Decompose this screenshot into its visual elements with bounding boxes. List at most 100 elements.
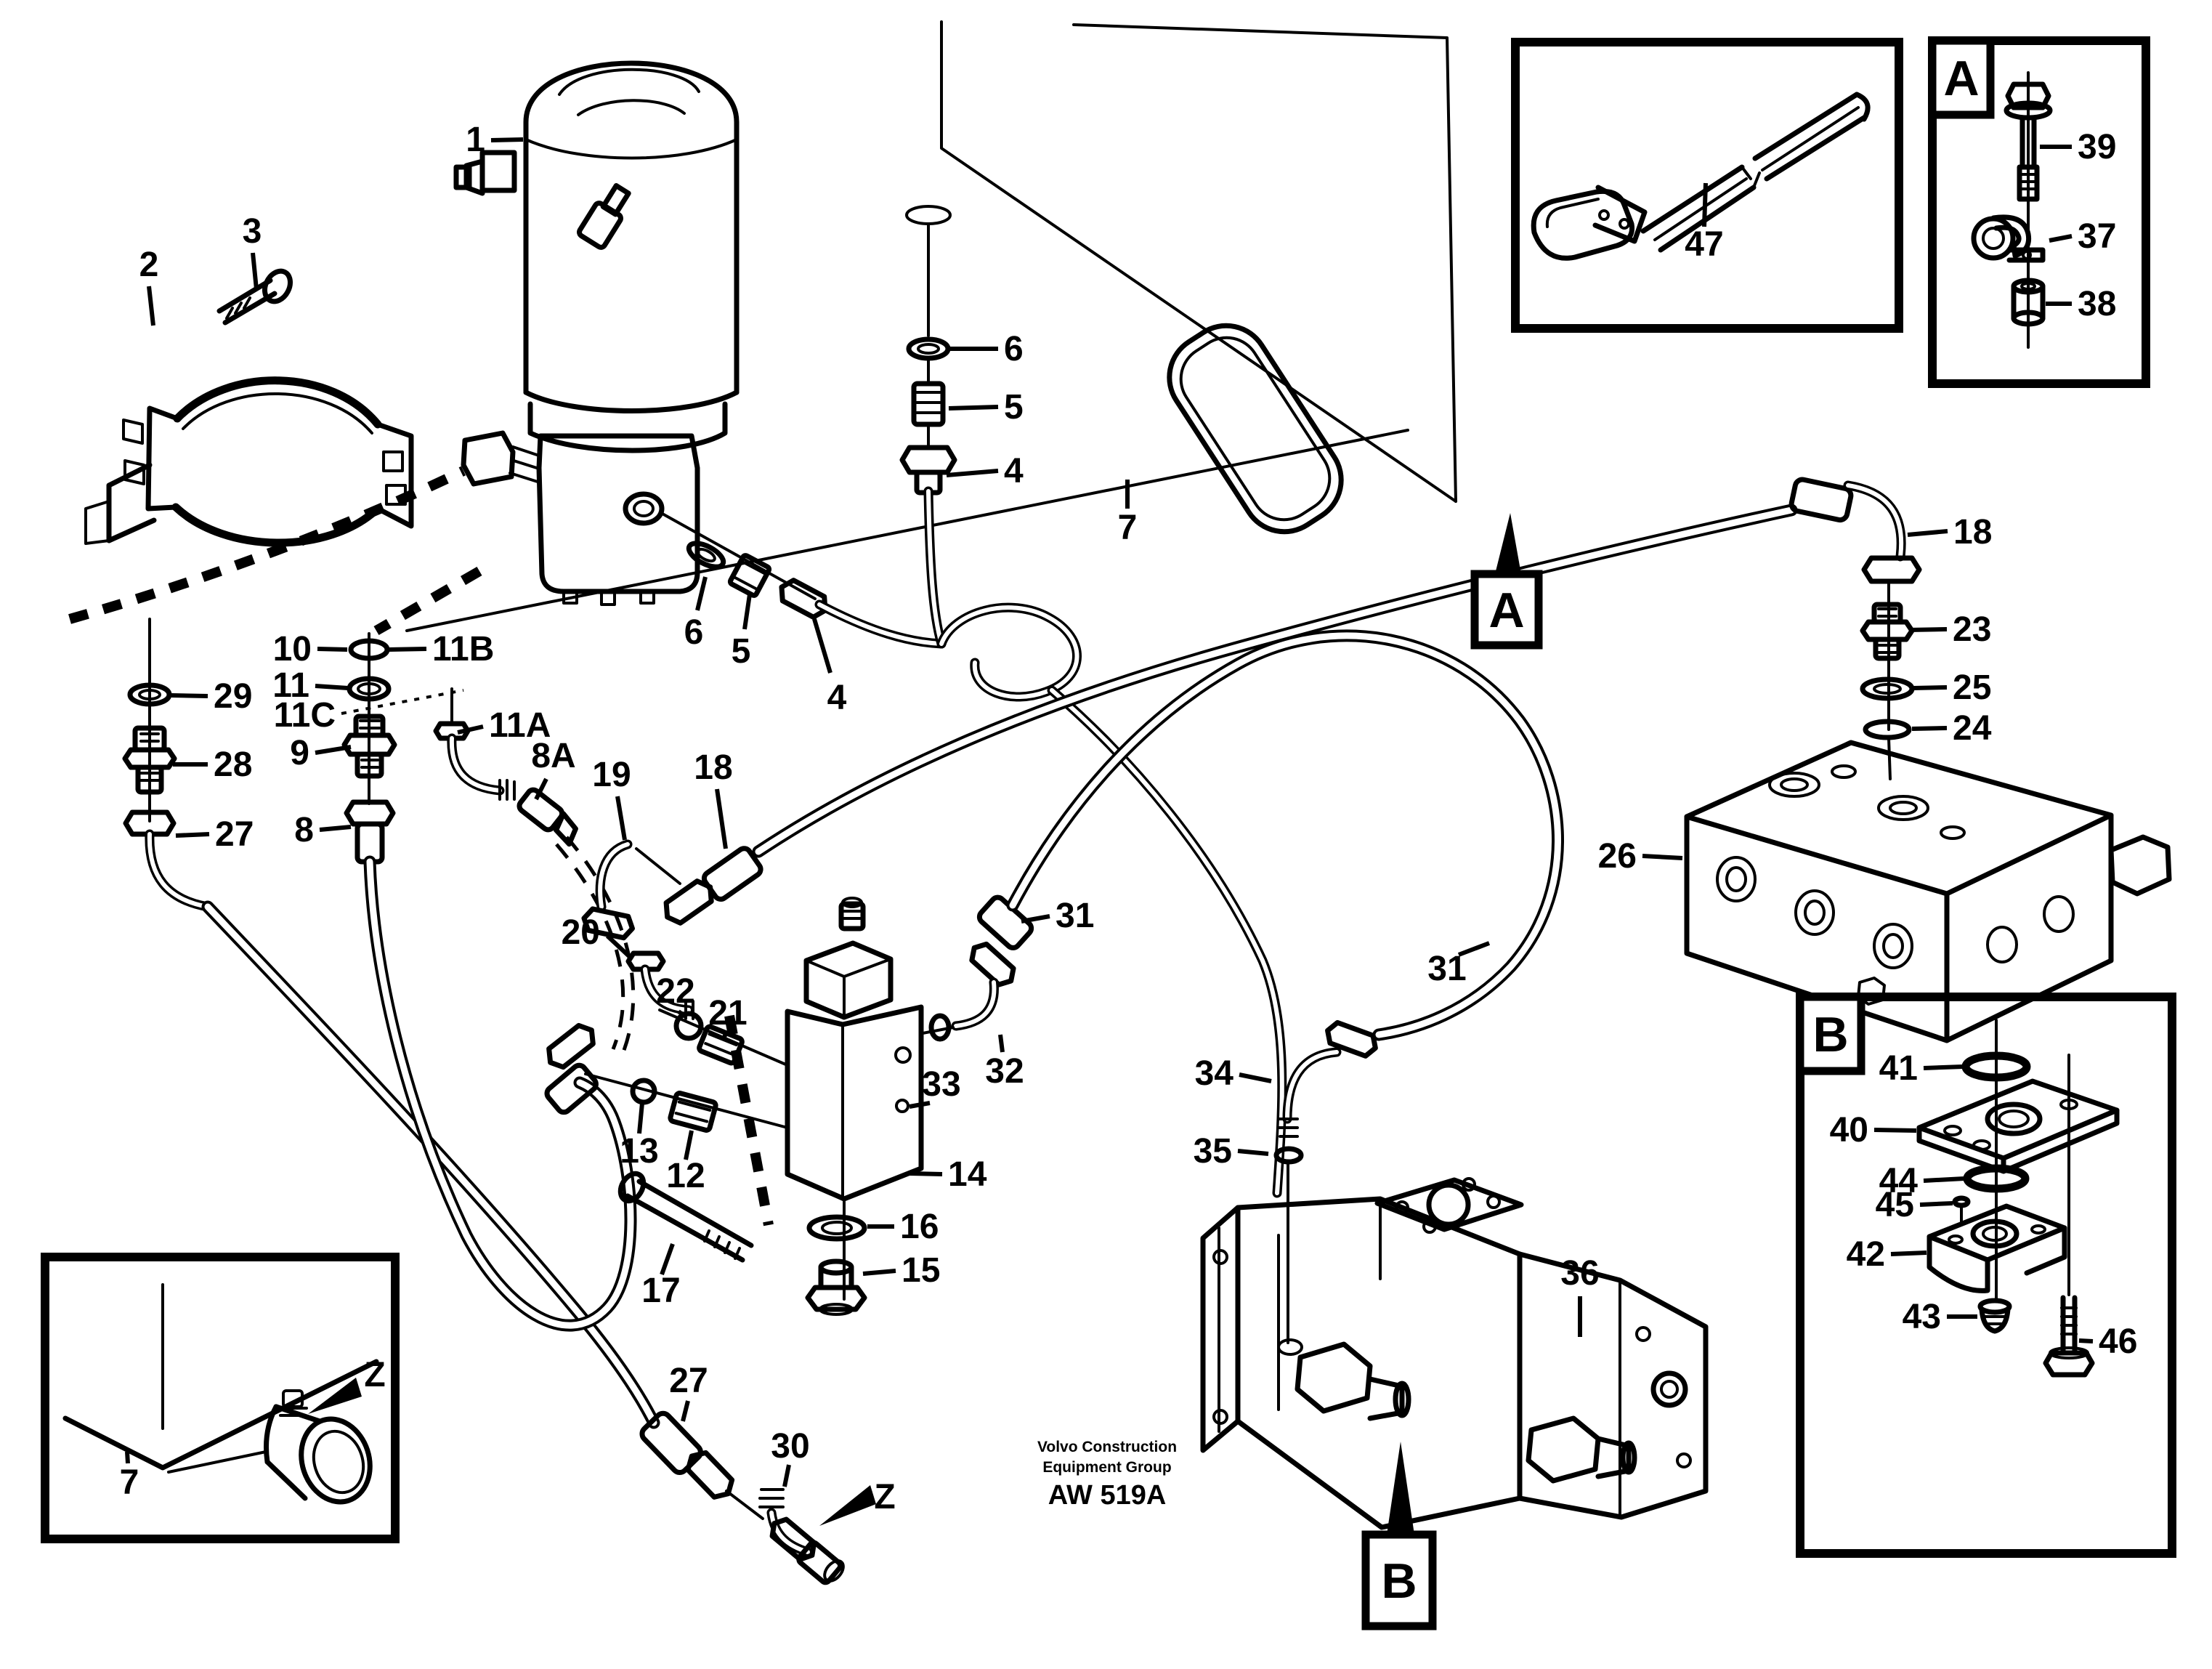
leader-34 <box>1239 1072 1272 1083</box>
callout-15: 15 <box>902 1251 940 1290</box>
callout-Z: Z <box>874 1478 895 1516</box>
leader-23 <box>1908 627 1948 632</box>
callout-31: 31 <box>1427 950 1466 988</box>
callout-19: 19 <box>592 756 631 794</box>
leader-35 <box>1237 1149 1269 1156</box>
leader-41 <box>1923 1064 1964 1070</box>
callout-8: 8 <box>294 811 314 849</box>
leader-18 <box>715 788 728 849</box>
watermark: Volvo Construction Equipment Group AW 51… <box>1037 1439 1177 1511</box>
leader-15 <box>862 1269 896 1276</box>
leader-9 <box>315 745 352 755</box>
callout-12: 12 <box>666 1157 705 1195</box>
callout-30: 30 <box>771 1427 809 1466</box>
callout-23: 23 <box>1953 610 1991 649</box>
callout-24: 24 <box>1953 709 1992 748</box>
leader-37 <box>2049 234 2073 243</box>
callout-42: 42 <box>1847 1235 1885 1274</box>
callout-28: 28 <box>214 745 252 784</box>
callout-38: 38 <box>2078 285 2116 323</box>
callout-46: 46 <box>2099 1322 2137 1361</box>
leader-2 <box>147 286 155 326</box>
brand-line1: Volvo Construction <box>1037 1439 1177 1455</box>
marker-letter-A: A <box>1943 51 1979 106</box>
callout-41: 41 <box>1879 1049 1918 1088</box>
leader-25 <box>1913 685 1948 690</box>
callout-6: 6 <box>684 613 704 652</box>
marker-box-B <box>1796 993 1865 1075</box>
marker-arrow-A <box>1495 513 1521 574</box>
callout-26: 26 <box>1598 837 1637 876</box>
callout-33: 33 <box>922 1065 960 1104</box>
leader-11B <box>387 647 427 652</box>
hose-27 <box>201 900 660 1429</box>
marker-box-A <box>1470 570 1543 650</box>
leader-17 <box>660 1242 675 1276</box>
leader-21 <box>721 1030 729 1040</box>
leader-20 <box>605 934 631 958</box>
bottom-fittings-27-30 <box>639 1410 845 1585</box>
leader-44 <box>1923 1176 1965 1183</box>
bolt-3 <box>216 268 293 326</box>
leader-5 <box>948 405 999 411</box>
hose-18-right-end <box>1788 477 1922 780</box>
callout-Z: Z <box>364 1356 385 1394</box>
leader-22 <box>677 1009 688 1019</box>
elbow-32-hose-31 <box>921 629 1564 1042</box>
marker-box-A <box>1928 36 1995 119</box>
callout-47: 47 <box>1685 225 1723 264</box>
leader-27 <box>175 832 210 838</box>
leader-8 <box>319 825 352 832</box>
leader-11A <box>457 724 484 735</box>
callout-27: 27 <box>669 1362 708 1400</box>
callout-13: 13 <box>620 1132 658 1171</box>
z-detail-box <box>41 1253 400 1543</box>
bolt-17 <box>617 1171 754 1263</box>
callout-11A: 11A <box>489 706 551 745</box>
callout-2: 2 <box>139 246 159 284</box>
clamp-assembly <box>84 268 414 547</box>
z-arrow-inset <box>308 1378 362 1414</box>
strap-detail-box <box>1511 38 1903 333</box>
leader-29 <box>171 693 208 698</box>
hose-18 <box>663 504 1798 926</box>
leader-11 <box>315 684 349 690</box>
leader-32 <box>998 1034 1005 1053</box>
leader-3 <box>251 252 259 290</box>
callout-31: 31 <box>1056 897 1094 935</box>
callout-14: 14 <box>948 1155 987 1194</box>
leader-11C <box>341 689 464 715</box>
callout-27: 27 <box>215 815 254 854</box>
callout-7: 7 <box>1118 509 1138 547</box>
callout-18: 18 <box>694 748 732 787</box>
callout-37: 37 <box>2078 217 2116 256</box>
elbow-34-oring-35 <box>1273 1019 1378 1344</box>
drain-fittings-lower <box>660 512 828 620</box>
callout-8A: 8A <box>531 737 575 775</box>
callout-4: 4 <box>1004 452 1024 490</box>
a-detail-box <box>1928 36 2150 388</box>
callout-18: 18 <box>1953 513 1992 551</box>
callout-40: 40 <box>1830 1111 1868 1149</box>
leader-47 <box>1702 182 1708 227</box>
callout-22: 22 <box>656 972 694 1011</box>
callout-20: 20 <box>562 913 600 952</box>
leader-45 <box>1919 1201 1953 1207</box>
leader-18 <box>1907 529 1948 537</box>
left-fitting-column <box>122 618 213 912</box>
callout-35: 35 <box>1194 1132 1232 1171</box>
leader-7 <box>125 1451 130 1464</box>
callout-11C: 11C <box>274 696 336 735</box>
b-detail-box <box>1796 993 2176 1558</box>
callout-10: 10 <box>273 630 312 668</box>
leader-13 <box>637 1102 644 1134</box>
callout-7: 7 <box>120 1463 139 1502</box>
callout-5: 5 <box>732 632 751 671</box>
callout-25: 25 <box>1953 668 1991 707</box>
leader-31 <box>1457 941 1491 957</box>
leader-6 <box>695 576 708 611</box>
leader-5 <box>742 594 752 630</box>
